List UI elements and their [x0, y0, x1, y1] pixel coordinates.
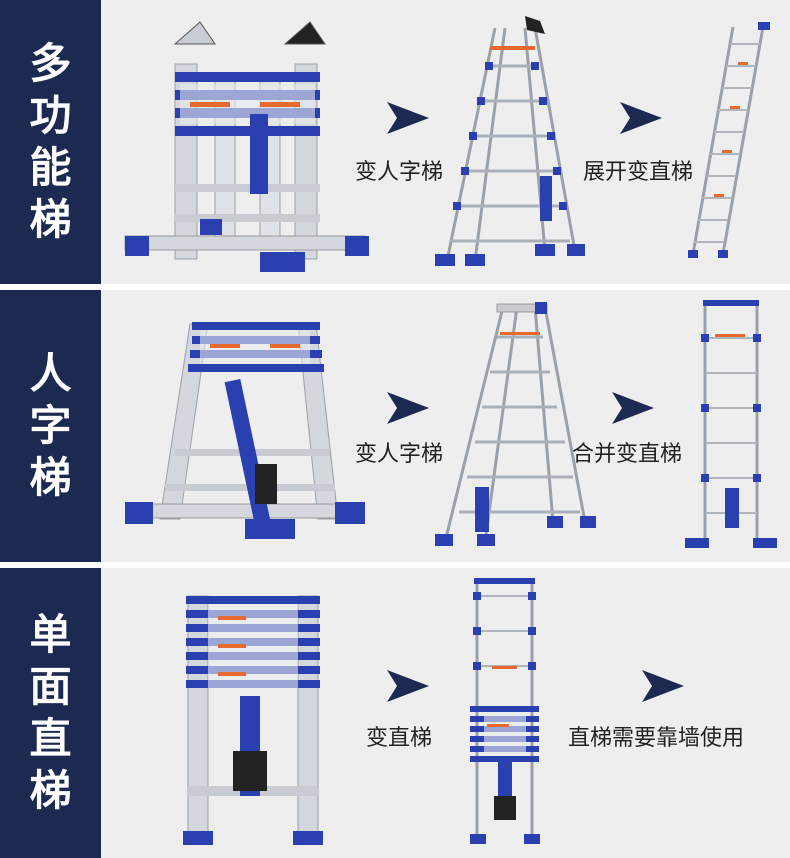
arrow-right-icon	[387, 102, 429, 134]
folded-multifunction-ladder-image	[124, 21, 369, 272]
extended-straight-ladder-image	[470, 578, 540, 844]
step-caption-a-frame: 变人字梯	[355, 160, 444, 185]
arrow-right-icon	[387, 670, 429, 702]
straight-ladder-image	[688, 22, 770, 258]
row-label: 多功能梯	[29, 39, 72, 244]
folded-a-frame-ladder-image	[125, 322, 365, 539]
row-label: 人字梯	[29, 349, 72, 502]
step-caption-straight: 变直梯	[366, 726, 433, 751]
arrow-right-icon	[612, 392, 654, 424]
arrow-right-icon	[620, 102, 662, 134]
a-frame-ladder-image	[435, 302, 596, 546]
step-caption-straight: 合并变直梯	[572, 442, 683, 467]
straight-ladder-image	[685, 300, 777, 548]
row-label-panel: 多功能梯	[0, 0, 101, 284]
row-label-panel: 单面直梯	[0, 568, 101, 858]
row-single-straight: 单面直梯 变直梯	[0, 568, 790, 858]
row-multifunction: 多功能梯 变人字梯	[0, 0, 790, 284]
a-frame-ladder-image	[435, 16, 585, 266]
collapsed-telescopic-ladder-image	[183, 595, 323, 845]
row-label: 单面直梯	[29, 610, 72, 815]
step-caption-straight: 展开变直梯	[583, 160, 694, 185]
step-caption-lean-on-wall: 直梯需要靠墙使用	[568, 726, 745, 751]
row-a-frame: 人字梯 变人字梯	[0, 290, 790, 562]
row-label-panel: 人字梯	[0, 290, 101, 562]
arrow-right-icon	[387, 392, 429, 424]
step-caption-a-frame: 变人字梯	[355, 442, 444, 467]
arrow-right-icon	[642, 670, 684, 702]
